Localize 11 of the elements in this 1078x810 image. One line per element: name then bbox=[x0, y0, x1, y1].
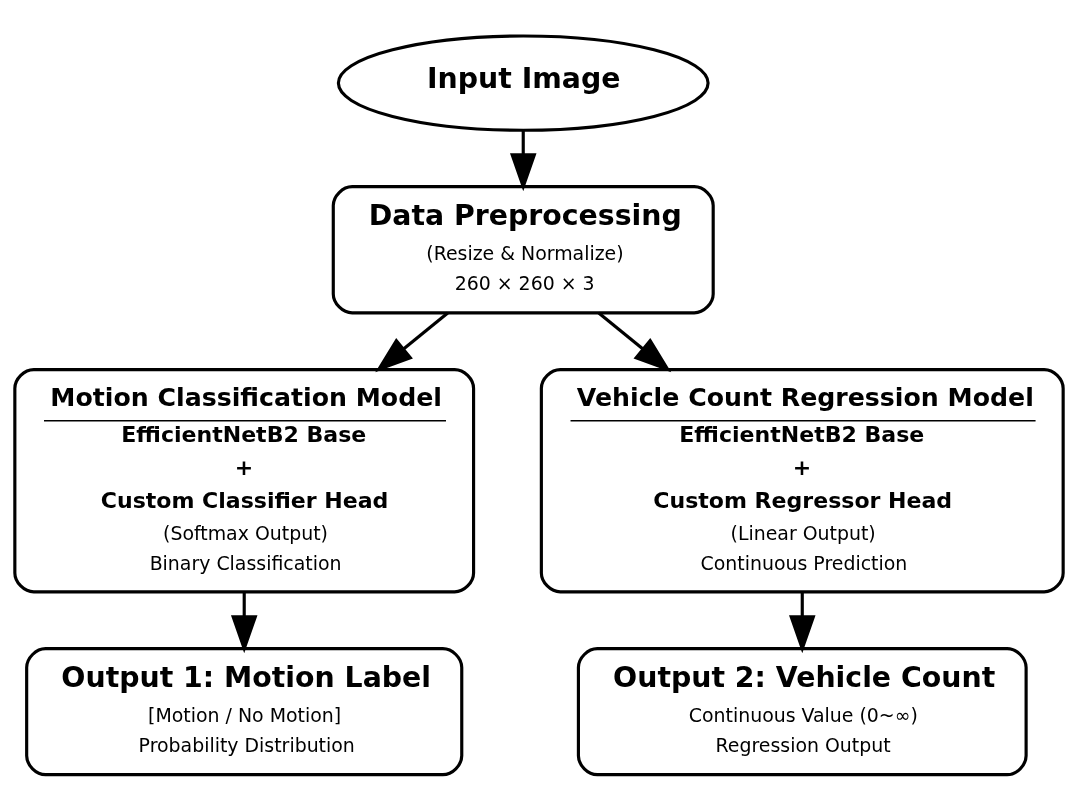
arrow bbox=[789, 591, 816, 653]
node-ellipse: Input Image bbox=[336, 33, 710, 132]
arrow bbox=[230, 591, 258, 653]
node-box: Motion Classification Model EfficientNetB2 Base + Custom Classifier Head (Softmax Output) Binary Classification bbox=[13, 367, 476, 593]
arrow bbox=[375, 311, 449, 372]
arrow bbox=[597, 311, 672, 372]
node-box: Output 2: Vehicle Count Continuous Value (0~∞) Regression Output bbox=[576, 646, 1028, 776]
node-box: Data Preprocessing (Resize & Normalize) 260 × 260 × 3 bbox=[331, 184, 715, 314]
node-box: Output 1: Motion Label [Motion / No Motion] Probability Distribution bbox=[25, 646, 464, 776]
arrow bbox=[509, 129, 537, 191]
node-box: Vehicle Count Regression Model EfficientNetB2 Base + Custom Regressor Head (Linear Output) Continuous Prediction bbox=[539, 367, 1065, 593]
